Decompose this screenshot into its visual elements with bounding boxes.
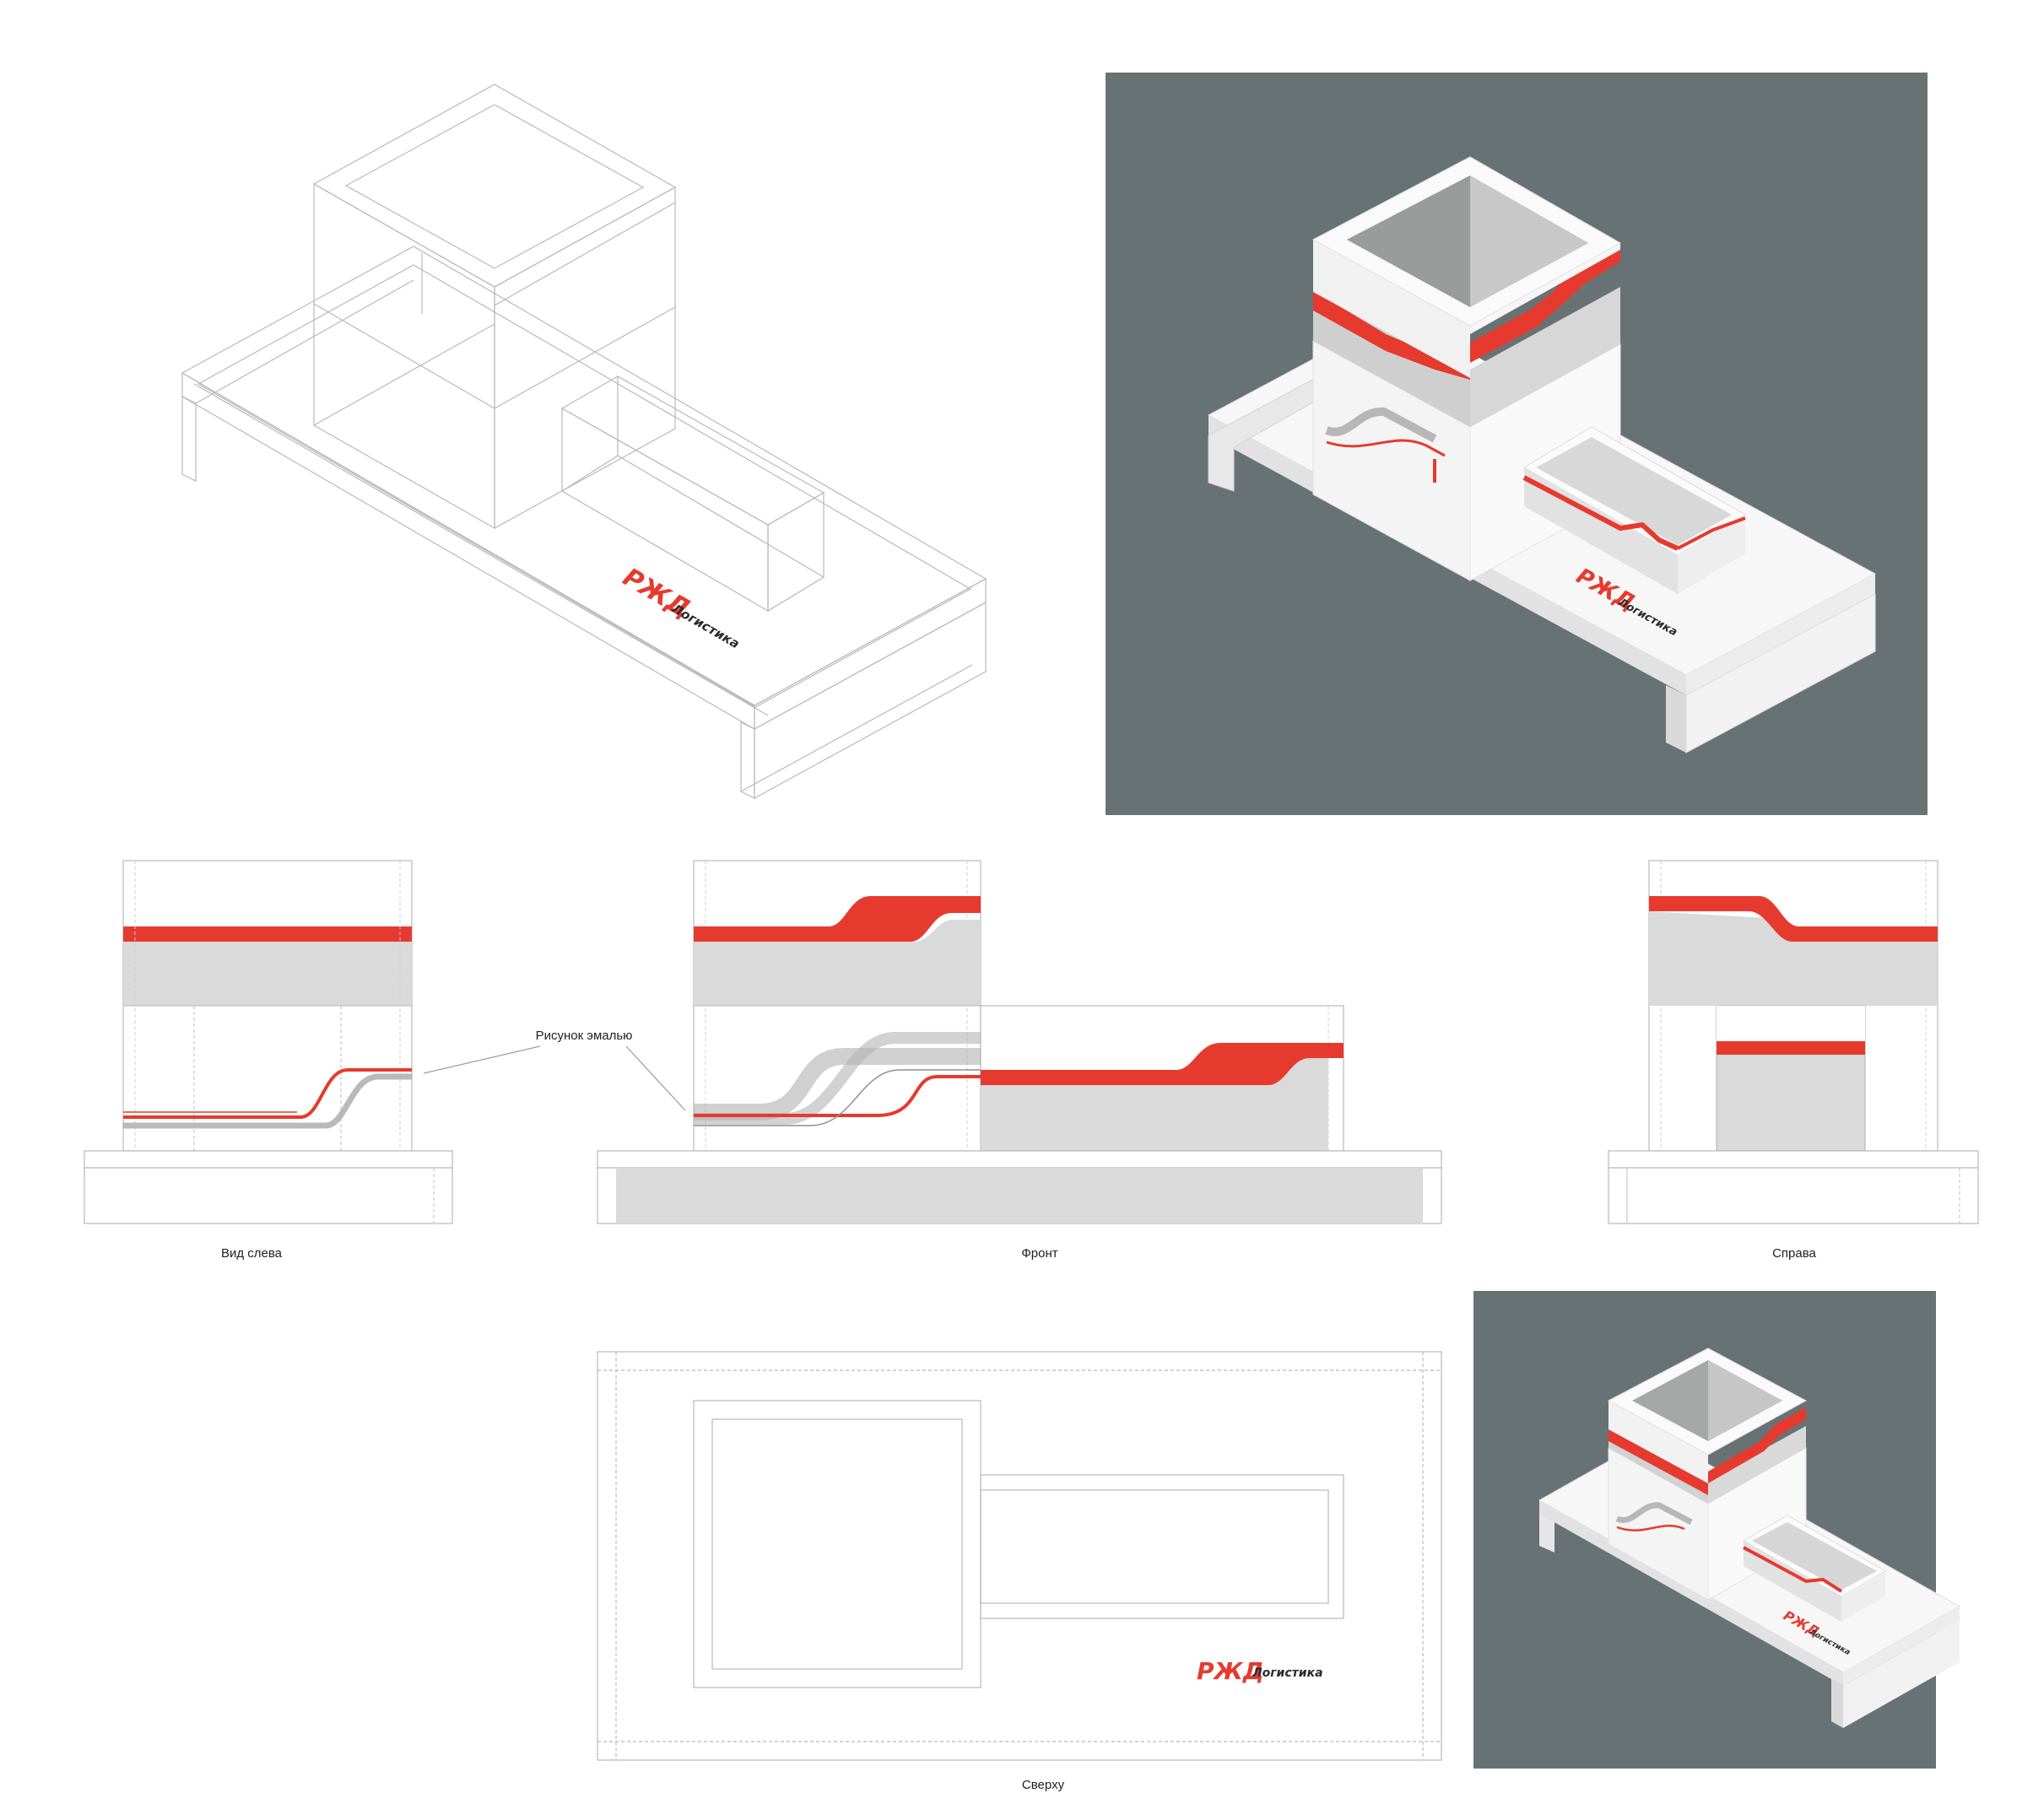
front-elevation-view [597,860,1442,1224]
left-elevation-view [84,860,453,1224]
wireframe-isometric-view [181,84,987,800]
render-panel-small [1473,1291,1961,1769]
front-view-label: Фронт [1021,1246,1057,1261]
right-elevation-view [1608,860,1979,1224]
logo-word: Логистика [668,600,742,651]
logo-word: Логистика [1252,1666,1323,1680]
wireframe-logo: РЖД Логистика [618,563,742,652]
left-view-label: Вид слева [221,1246,283,1261]
top-view-label: Сверху [1022,1778,1065,1792]
top-view-logo: РЖД Логистика [1197,1657,1323,1685]
top-plan-view [597,1351,1442,1761]
render-panel-large [1106,73,1928,815]
enamel-pattern-label: Рисунок эмалью [536,1029,633,1043]
logo-mark: РЖД [1197,1657,1264,1685]
enamel-annotation: Рисунок эмалью [423,1029,686,1111]
right-view-label: Справа [1772,1246,1816,1261]
